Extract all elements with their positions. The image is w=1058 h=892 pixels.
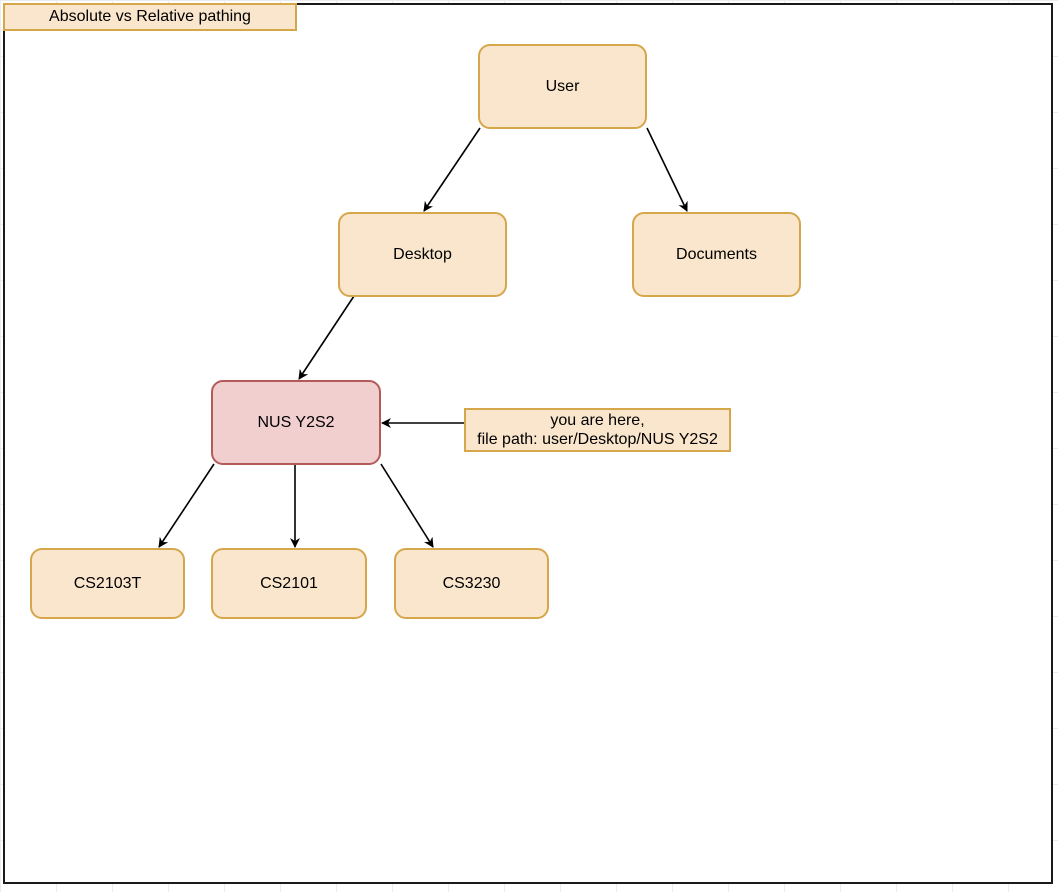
node-cs3230[interactable]: CS3230 bbox=[394, 548, 549, 619]
node-cs2101[interactable]: CS2101 bbox=[211, 548, 367, 619]
note-line-1: you are here, bbox=[550, 412, 645, 429]
node-nus-y2s2[interactable]: NUS Y2S2 bbox=[211, 380, 381, 465]
note-line-2: file path: user/Desktop/NUS Y2S2 bbox=[477, 431, 718, 448]
you-are-here-note[interactable]: you are here, file path: user/Desktop/NU… bbox=[464, 408, 731, 452]
node-user[interactable]: User bbox=[478, 44, 647, 129]
diagram-title[interactable]: Absolute vs Relative pathing bbox=[3, 3, 297, 31]
node-cs2103t[interactable]: CS2103T bbox=[30, 548, 185, 619]
node-documents[interactable]: Documents bbox=[632, 212, 801, 297]
node-desktop[interactable]: Desktop bbox=[338, 212, 507, 297]
